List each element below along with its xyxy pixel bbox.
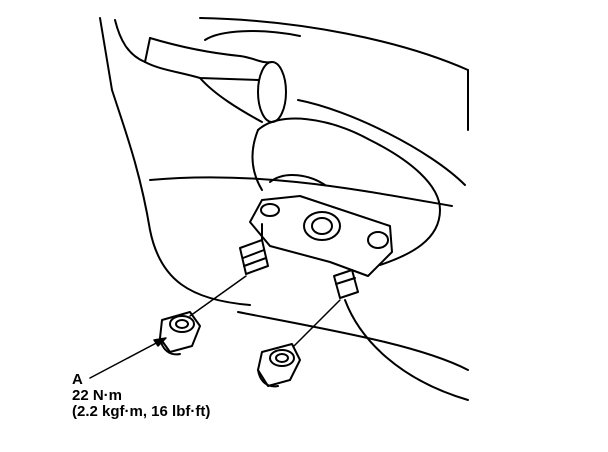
torque-value: 22 N·m [72, 387, 123, 404]
torque-alt-units: (2.2 kgf·m, 16 lbf·ft) [72, 403, 211, 420]
flange-nut-right [257, 343, 301, 388]
callout-letter: A [72, 371, 83, 388]
housing-outline [99, 17, 469, 401]
stud-right [333, 269, 359, 299]
hose-pipe [114, 19, 301, 123]
mounting-boss [251, 117, 441, 266]
callout-leader [89, 337, 167, 379]
flange-nut-left [159, 311, 201, 356]
torque-callout: A 22 N·m (2.2 kgf·m, 16 lbf·ft) [72, 372, 210, 420]
flange-plate [249, 195, 393, 277]
stud-left [239, 239, 269, 275]
alignment-lines [189, 275, 341, 347]
